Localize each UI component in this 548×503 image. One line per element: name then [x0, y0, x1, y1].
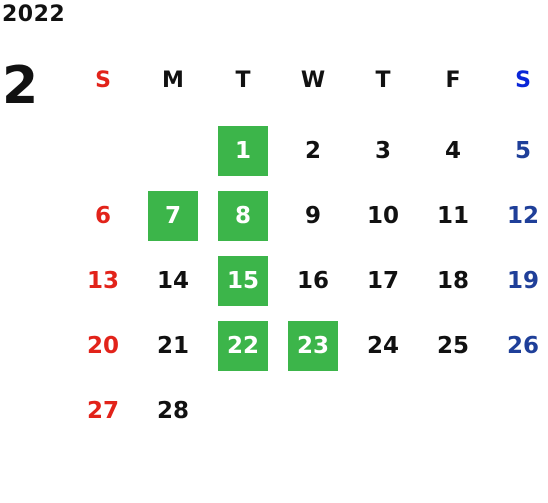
day-cell-26: 26: [488, 313, 548, 378]
day-cell-11: 11: [418, 183, 488, 248]
day-number: 4: [444, 137, 461, 164]
day-number: 1: [218, 125, 268, 176]
day-number: 19: [506, 267, 539, 294]
day-cell-24: 24: [348, 313, 418, 378]
weekday-tuesday: T: [235, 67, 251, 93]
weekday-sunday: S: [95, 67, 111, 93]
day-cell-28: 28: [138, 378, 208, 443]
day-number: 5: [514, 137, 531, 164]
day-cell-empty: [488, 378, 548, 443]
day-cell-6: 6: [68, 183, 138, 248]
day-number: 26: [506, 332, 539, 359]
day-number: 21: [156, 332, 189, 359]
day-cell-17: 17: [348, 248, 418, 313]
day-number: 7: [148, 190, 198, 241]
weekday-thursday: T: [375, 67, 391, 93]
day-cell-7: 7: [138, 183, 208, 248]
weekday-friday: F: [445, 67, 461, 93]
day-number: 6: [94, 202, 111, 229]
day-cell-15: 15: [208, 248, 278, 313]
month-number: 2: [2, 56, 39, 116]
day-cell-5: 5: [488, 118, 548, 183]
day-number: 28: [156, 397, 189, 424]
day-cell-10: 10: [348, 183, 418, 248]
day-number: 22: [218, 320, 268, 371]
day-cell-3: 3: [348, 118, 418, 183]
day-number: 20: [86, 332, 119, 359]
day-cell-8: 8: [208, 183, 278, 248]
day-number: 16: [296, 267, 329, 294]
weekday-header: S M T W T F S: [68, 58, 548, 102]
day-cell-2: 2: [278, 118, 348, 183]
weekday-wednesday: W: [300, 67, 326, 93]
day-number: 27: [86, 397, 119, 424]
day-cell-4: 4: [418, 118, 488, 183]
day-cell-16: 16: [278, 248, 348, 313]
day-number: 14: [156, 267, 189, 294]
day-cell-empty: [348, 378, 418, 443]
day-cell-21: 21: [138, 313, 208, 378]
day-number: 23: [288, 320, 338, 371]
day-number: 25: [436, 332, 469, 359]
day-cell-empty: [68, 118, 138, 183]
day-cell-12: 12: [488, 183, 548, 248]
day-number: 13: [86, 267, 119, 294]
day-number: 8: [218, 190, 268, 241]
day-number: 24: [366, 332, 399, 359]
day-number: 9: [304, 202, 321, 229]
day-number: 11: [436, 202, 469, 229]
day-cell-empty: [418, 378, 488, 443]
day-number: 3: [374, 137, 391, 164]
day-number: 2: [304, 137, 321, 164]
year-label: 2022: [2, 2, 66, 27]
day-number: 17: [366, 267, 399, 294]
day-cell-13: 13: [68, 248, 138, 313]
weekday-monday: M: [162, 67, 184, 93]
day-cell-18: 18: [418, 248, 488, 313]
day-cell-empty: [138, 118, 208, 183]
weekday-saturday: S: [515, 67, 531, 93]
day-cell-19: 19: [488, 248, 548, 313]
day-number: 10: [366, 202, 399, 229]
day-cell-23: 23: [278, 313, 348, 378]
day-number: 18: [436, 267, 469, 294]
day-cell-22: 22: [208, 313, 278, 378]
day-cell-empty: [208, 378, 278, 443]
day-cell-9: 9: [278, 183, 348, 248]
day-cell-14: 14: [138, 248, 208, 313]
day-number: 12: [506, 202, 539, 229]
day-number: 15: [218, 255, 268, 306]
day-cell-1: 1: [208, 118, 278, 183]
day-cell-empty: [278, 378, 348, 443]
day-cell-27: 27: [68, 378, 138, 443]
day-cell-25: 25: [418, 313, 488, 378]
day-cell-20: 20: [68, 313, 138, 378]
